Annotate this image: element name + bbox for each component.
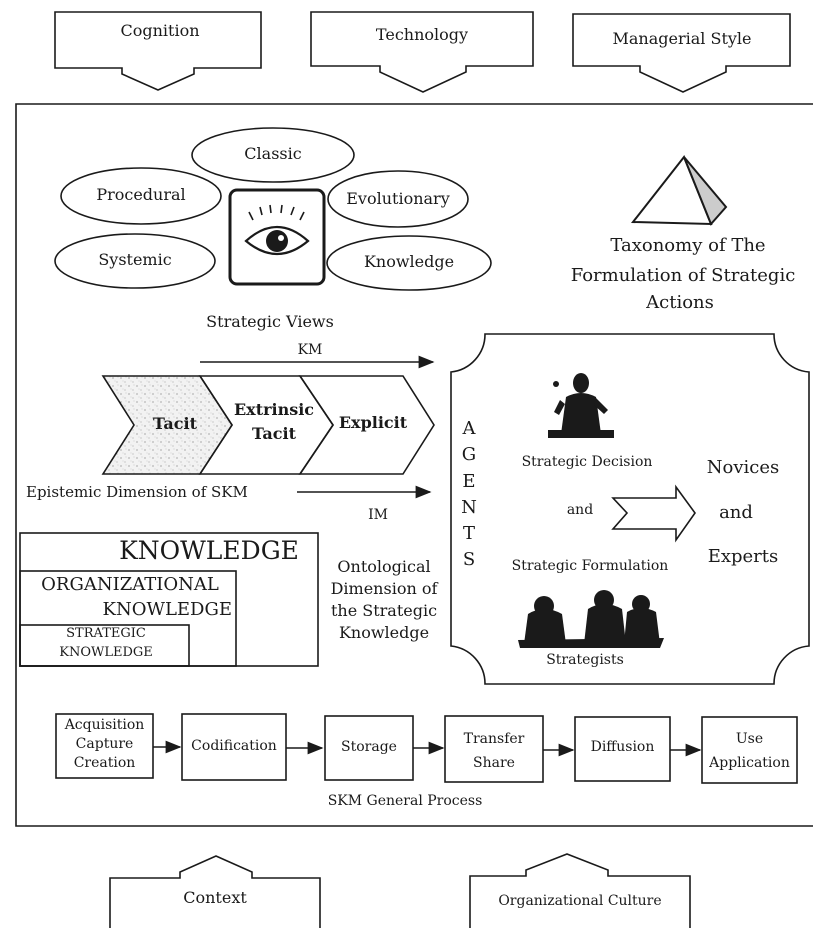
organizational-culture-arrow bbox=[469, 853, 691, 928]
agents-letter-e: E bbox=[462, 471, 476, 492]
technology-label: Technology bbox=[375, 25, 469, 44]
process-box-4 bbox=[444, 715, 544, 783]
strategic-views-caption: Strategic Views bbox=[206, 312, 334, 331]
procedural-ellipse bbox=[60, 167, 222, 225]
decision-maker-icon bbox=[548, 373, 614, 438]
systemic-label: Systemic bbox=[98, 250, 172, 269]
strategic-knowledge-line-1: STRATEGIC bbox=[66, 626, 146, 641]
tacit-label: Tacit bbox=[153, 414, 197, 433]
im-label: IM bbox=[368, 507, 388, 523]
ontological-caption-1: Ontological bbox=[337, 557, 431, 576]
main-frame bbox=[15, 103, 813, 827]
agents-letter-t: T bbox=[462, 523, 475, 544]
managerial-style-label: Managerial Style bbox=[612, 29, 752, 48]
process-caption: SKM General Process bbox=[327, 793, 483, 809]
epistemic-caption: Epistemic Dimension of SKM bbox=[26, 483, 248, 501]
knowledge-view-label: Knowledge bbox=[363, 252, 455, 271]
process-step-4-line-2: Share bbox=[473, 755, 515, 771]
cognition-arrow bbox=[54, 11, 262, 91]
classic-ellipse bbox=[191, 127, 355, 183]
explicit-label: Explicit bbox=[338, 413, 408, 432]
taxonomy-line-3: Actions bbox=[646, 292, 714, 313]
context-arrow bbox=[109, 855, 321, 928]
process-step-1-line-3: Creation bbox=[73, 755, 136, 771]
strategic-formulation-label: Strategic Formulation bbox=[511, 558, 669, 574]
process-box-6 bbox=[701, 716, 798, 784]
novices-label: Novices bbox=[706, 457, 780, 478]
agents-letter-a: A bbox=[462, 418, 476, 439]
evolutionary-label: Evolutionary bbox=[346, 189, 450, 208]
classic-label: Classic bbox=[244, 144, 302, 163]
agents-letter-g: G bbox=[461, 444, 477, 465]
agents-frame bbox=[450, 333, 810, 685]
strategists-icon bbox=[518, 590, 664, 648]
pyramid-icon bbox=[630, 155, 728, 226]
km-label: KM bbox=[297, 342, 323, 358]
process-box-3 bbox=[324, 715, 414, 781]
process-step-6-line-2: Application bbox=[709, 755, 790, 771]
process-step-6: Use Application bbox=[702, 727, 797, 775]
extrinsic-tacit-label: Tacit bbox=[252, 424, 296, 443]
cognition-label: Cognition bbox=[120, 21, 200, 40]
knowledge-ellipse bbox=[326, 235, 492, 291]
strategists-label: Strategists bbox=[546, 652, 624, 668]
agents-letter-n: N bbox=[461, 497, 477, 518]
to-novices-arrow bbox=[611, 484, 696, 543]
taxonomy-line-2: Formulation of Strategic bbox=[570, 265, 796, 286]
procedural-label: Procedural bbox=[96, 185, 186, 204]
agents-letter-s: S bbox=[462, 549, 476, 570]
process-step-6-line-1: Use bbox=[735, 731, 764, 747]
ontological-caption-2: Dimension of bbox=[330, 579, 438, 598]
context-label: Context bbox=[183, 888, 247, 907]
process-box-2 bbox=[181, 713, 287, 781]
and2-label: and bbox=[719, 502, 753, 523]
process-step-4: Transfer Share bbox=[445, 727, 543, 775]
evolutionary-ellipse bbox=[327, 170, 469, 228]
eye-icon bbox=[228, 188, 326, 286]
process-step-1-line-2: Capture bbox=[75, 736, 134, 752]
taxonomy-line-1: Taxonomy of The bbox=[610, 235, 766, 256]
strategic-knowledge-box bbox=[19, 624, 190, 667]
explicit-chevron bbox=[298, 375, 435, 475]
organizational-culture-label: Organizational Culture bbox=[498, 893, 662, 909]
org-knowledge-line-2: KNOWLEDGE bbox=[102, 599, 233, 620]
strategic-decision-label: Strategic Decision bbox=[521, 454, 653, 470]
managerial-style-arrow bbox=[572, 13, 791, 93]
process-step-1-line-1: Acquisition bbox=[64, 717, 145, 733]
ontological-caption-3: the Strategic bbox=[330, 601, 438, 620]
technology-arrow bbox=[310, 11, 534, 93]
systemic-ellipse bbox=[54, 233, 216, 289]
knowledge-heading: KNOWLEDGE bbox=[119, 536, 299, 565]
process-step-2: Codification bbox=[191, 738, 277, 754]
strategic-knowledge-line-2: KNOWLEDGE bbox=[59, 645, 153, 660]
process-box-5 bbox=[574, 716, 671, 782]
process-step-4-line-1: Transfer bbox=[463, 731, 525, 747]
ontological-caption-4: Knowledge bbox=[338, 623, 430, 642]
org-knowledge-line-1: ORGANIZATIONAL bbox=[41, 574, 219, 595]
process-box-1 bbox=[55, 713, 154, 779]
process-step-1: Acquisition Capture Creation bbox=[56, 716, 153, 773]
process-step-5: Diffusion bbox=[590, 739, 655, 755]
and-label: and bbox=[566, 502, 594, 518]
process-step-3: Storage bbox=[341, 739, 397, 755]
extrinsic-label: Extrinsic bbox=[233, 400, 315, 419]
experts-label: Experts bbox=[707, 546, 779, 567]
